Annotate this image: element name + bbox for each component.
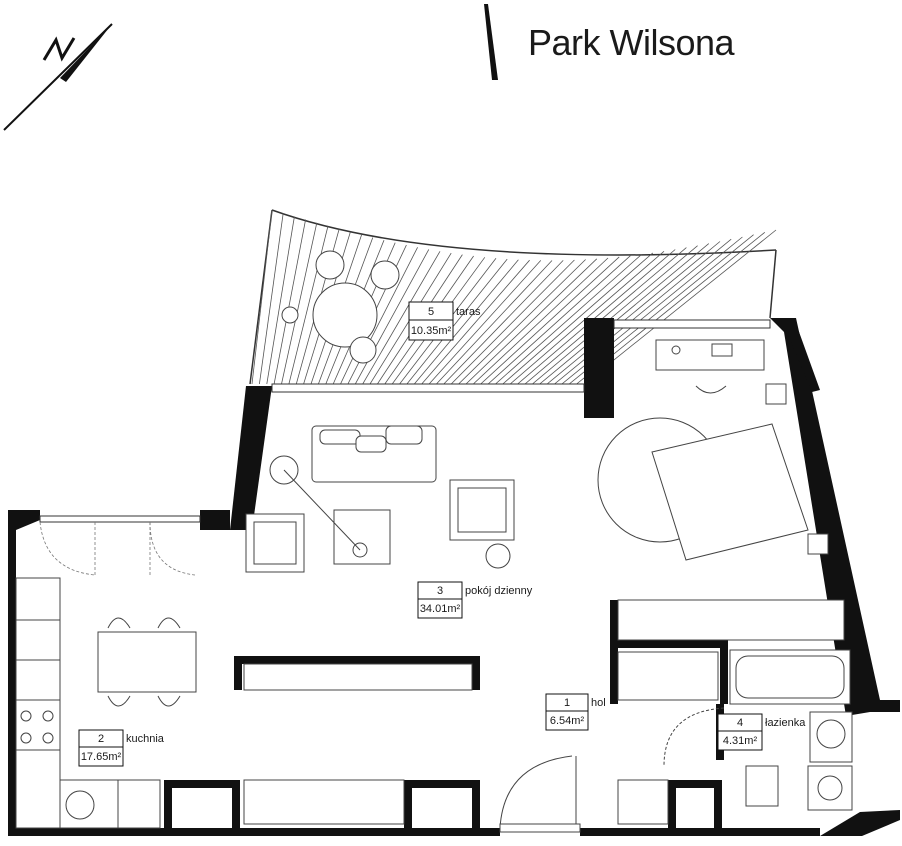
room-name: hol (591, 697, 606, 709)
kitchen-counter (15, 577, 161, 829)
room-number: 5 (428, 306, 434, 318)
plan-title: Park Wilsona (528, 22, 735, 63)
room-area: 10.35m² (411, 325, 452, 337)
deck-board (413, 259, 519, 385)
room-label-bathroom: 4 4.31m² łazienka (717, 713, 806, 751)
room-area: 4.31m² (723, 735, 758, 747)
room-name: kuchnia (126, 733, 165, 745)
room-name: łazienka (765, 717, 806, 729)
room-number: 3 (437, 585, 443, 597)
room-label-living: 3 34.01m² pokój dzienny (417, 581, 533, 619)
deck-board (259, 213, 284, 385)
deck-board (281, 222, 318, 385)
deck-board (509, 250, 665, 385)
kitchen-doors (39, 521, 196, 576)
deck-board (421, 259, 530, 385)
deck-board (546, 241, 721, 385)
entry-door (499, 755, 581, 833)
deck-board (554, 238, 732, 385)
deck-board (406, 258, 508, 385)
deck-board (517, 249, 676, 385)
room-name: pokój dzienny (465, 585, 533, 597)
deck-board (532, 245, 698, 385)
room-area: 34.01m² (420, 603, 461, 615)
terrace-table (281, 250, 400, 364)
kitchen-dining-set (97, 617, 197, 707)
room-label-hall: 1 6.54m² hol (545, 693, 606, 731)
deck-board (266, 216, 295, 385)
room-area: 6.54m² (550, 715, 585, 727)
room-number: 4 (737, 717, 743, 729)
deck-board (524, 247, 687, 385)
deck-board (465, 258, 598, 385)
deck-board (251, 209, 273, 385)
deck-board (495, 254, 642, 385)
room-number: 1 (564, 697, 570, 709)
deck-board (583, 229, 777, 385)
wardrobes (243, 599, 845, 825)
room-area: 17.65m² (81, 751, 122, 763)
deck-board (273, 219, 306, 385)
deck-board (362, 251, 441, 385)
deck-board (450, 259, 575, 385)
room-label-terrace: 5 10.35m² taras (408, 301, 481, 341)
deck-board (436, 260, 553, 385)
room-name: taras (456, 306, 481, 318)
wind-direction-icon (484, 4, 498, 80)
north-arrow-icon (3, 4, 498, 131)
room-number: 2 (98, 733, 104, 745)
deck-board (458, 259, 586, 385)
deck-board (473, 257, 609, 385)
deck-board (539, 243, 710, 385)
bedroom-furniture (597, 339, 829, 561)
deck-board (428, 260, 542, 385)
windows (39, 319, 771, 523)
deck-board (288, 225, 329, 385)
living-room-furniture (245, 425, 515, 573)
bathroom-fixtures (663, 649, 853, 811)
deck-board (502, 252, 654, 385)
deck-board (480, 256, 620, 385)
room-label-kitchen: 2 17.65m² kuchnia (78, 729, 165, 767)
deck-board (443, 260, 564, 385)
deck-board (487, 255, 631, 385)
